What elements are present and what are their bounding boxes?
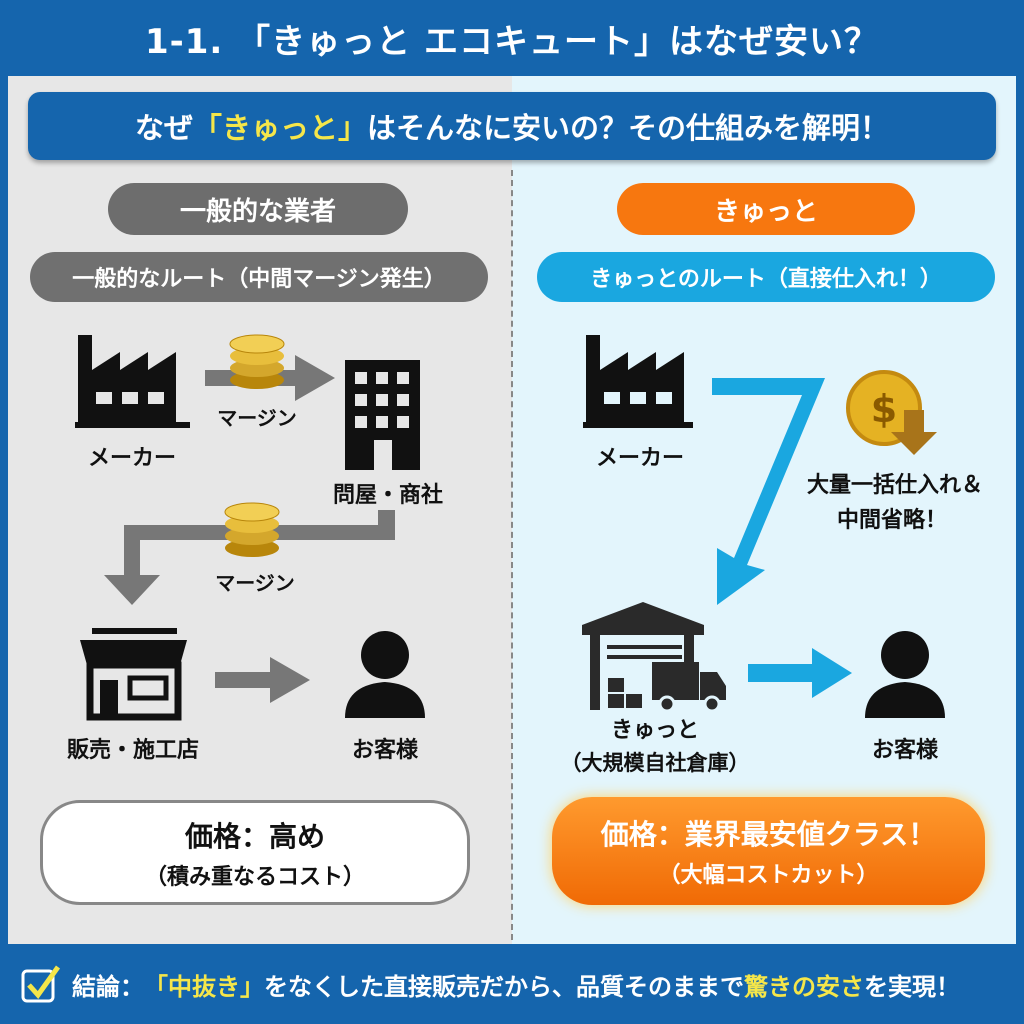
margin-label-1: マージン (217, 406, 297, 430)
warehouse-label: きゅっと (610, 718, 700, 743)
arrow-icon (215, 657, 310, 703)
conclusion-text: をなくした直接販売だから、品質そのままで (264, 972, 744, 1001)
warehouse-icon (582, 602, 726, 713)
banner-highlight: 「きゅっと」 (192, 111, 367, 145)
customer-label: お客様 (351, 738, 419, 763)
coin-down-icon: $ (846, 370, 937, 455)
factory-icon (583, 335, 693, 428)
warehouse-sublabel: （大規模自社倉庫） (560, 751, 750, 775)
direct-arrow-icon (712, 378, 825, 605)
shop-label: 販売・施工店 (66, 738, 200, 763)
arrow-icon (748, 648, 852, 698)
price-title: 価格：業界最安値クラス！ (600, 818, 937, 851)
margin-label-2: マージン (215, 571, 295, 595)
banner-post: はそんなに安いの？その仕組みを解明！ (367, 111, 890, 145)
elbow-arrow-icon (104, 510, 395, 605)
svg-text:$: $ (871, 387, 897, 431)
building-icon (345, 360, 420, 470)
general-route-label: 一般的なルート（中間マージン発生） (30, 252, 488, 302)
coins-icon (229, 334, 285, 389)
wholesaler-label: 問屋・商社 (332, 483, 444, 508)
price-note: （積み重なるコスト） (144, 864, 365, 890)
conclusion-highlight-2: 驚きの安さ (744, 972, 864, 1001)
kyutto-price-box: 価格：業界最安値クラス！ （大幅コストカット） (552, 797, 985, 905)
conclusion-suffix: を実現！ (864, 972, 960, 1001)
kyutto-header: きゅっと (617, 183, 915, 235)
coins-icon (224, 502, 280, 557)
kyutto-route-label: きゅっとのルート（直接仕入れ！） (537, 252, 995, 302)
maker-label: メーカー (595, 446, 685, 471)
general-header: 一般的な業者 (108, 183, 408, 235)
general-flow-diagram (75, 334, 425, 721)
conclusion-bar: 結論： 「中抜き」 をなくした直接販売だから、品質そのままで 驚きの安さ を実現… (0, 944, 1024, 1024)
person-icon (345, 631, 425, 718)
customer-label: お客様 (871, 738, 939, 763)
page-title: 1-1. 「きゅっと エコキュート」はなぜ安い？ (0, 0, 1024, 76)
shop-icon (80, 628, 187, 721)
price-note: （大幅コストカット） (658, 863, 879, 888)
banner-pre: なぜ (134, 111, 193, 145)
factory-icon (75, 335, 190, 428)
skip-middleman-label: 中間省略！ (836, 508, 948, 533)
kyutto-flow-diagram: $ (582, 335, 945, 718)
conclusion-highlight-1: 「中抜き」 (144, 972, 264, 1001)
general-price-box: 価格：高め （積み重なるコスト） (40, 800, 470, 905)
subtitle-banner: なぜ 「きゅっと」 はそんなに安いの？その仕組みを解明！ (28, 92, 996, 160)
conclusion-prefix: 結論： (72, 972, 144, 1001)
maker-label: メーカー (87, 446, 177, 471)
divider (511, 170, 513, 940)
person-icon (865, 631, 945, 718)
price-title: 価格：高め (184, 819, 325, 853)
checkbox-icon (21, 965, 61, 1003)
bulk-purchase-label: 大量一括仕入れ＆ (806, 473, 984, 498)
